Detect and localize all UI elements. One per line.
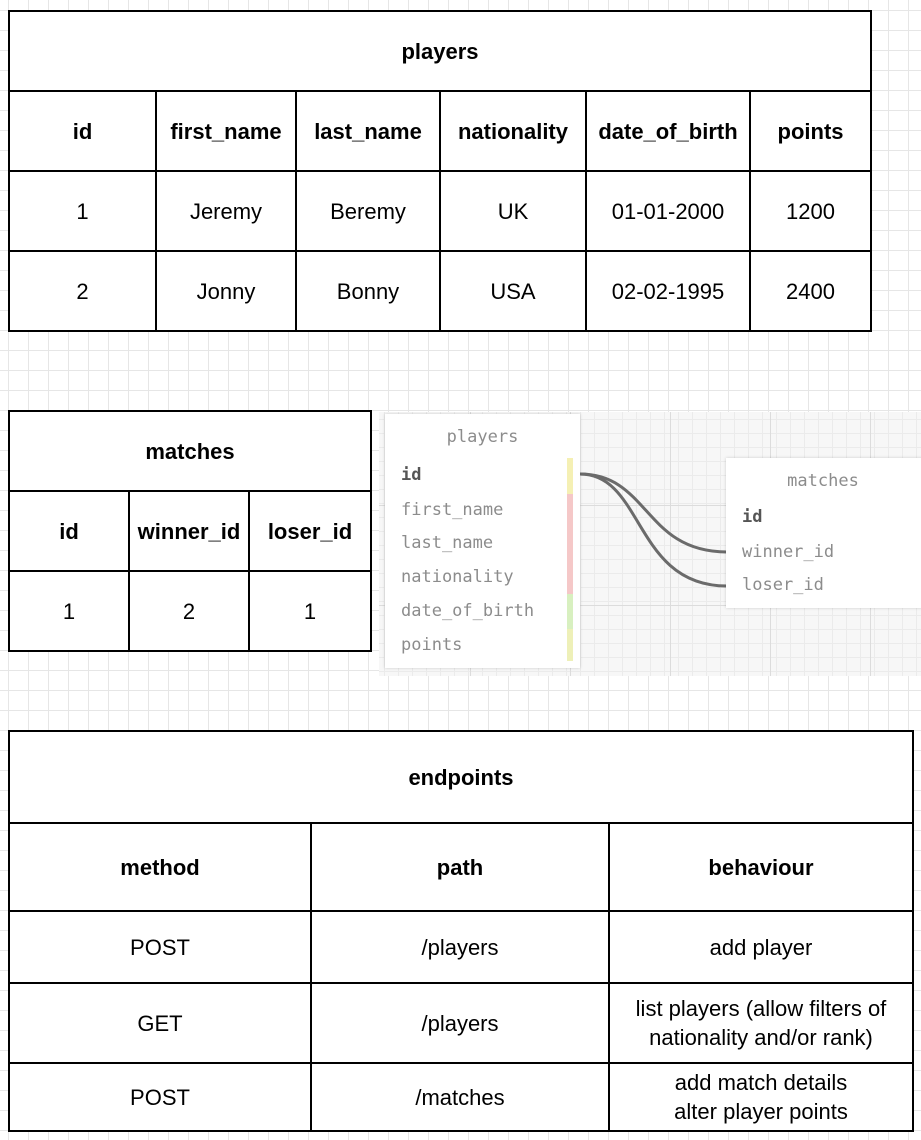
erd-matches-field-id: id xyxy=(742,507,763,527)
endpoint-path: /players xyxy=(310,982,610,1064)
endpoint-method: GET xyxy=(8,982,312,1064)
erd-type-bar-text xyxy=(567,494,573,594)
erd-players-field-points: points xyxy=(401,635,463,655)
table-row: POST /matches add match details alter pl… xyxy=(8,1062,914,1132)
table-row: 1 Jeremy Beremy UK 01-01-2000 1200 xyxy=(8,170,873,252)
endpoints-header-method: method xyxy=(8,822,312,912)
table-cell: Jeremy xyxy=(155,170,297,252)
erd-diagram: players id first_name last_name national… xyxy=(379,412,921,676)
table-row: 2 Jonny Bonny USA 02-02-1995 2400 xyxy=(8,250,873,332)
erd-players-entity[interactable]: players id first_name last_name national… xyxy=(385,414,580,668)
endpoints-header-behaviour: behaviour xyxy=(608,822,914,912)
erd-connectors xyxy=(579,472,728,588)
table-cell: 1 xyxy=(8,570,130,652)
erd-matches-field-loser-id: loser_id xyxy=(742,575,824,595)
endpoint-behaviour-line: alter player points xyxy=(674,1099,848,1124)
players-table: players id first_name last_name national… xyxy=(7,10,873,332)
matches-header-id: id xyxy=(8,490,130,572)
matches-table: matches id winner_id loser_id 1 2 1 xyxy=(7,410,373,652)
table-row: 1 2 1 xyxy=(8,570,373,652)
table-cell: 01-01-2000 xyxy=(585,170,751,252)
endpoint-behaviour: add match details alter player points xyxy=(608,1062,914,1132)
table-cell: 1 xyxy=(247,570,373,652)
players-header-points: points xyxy=(748,90,873,172)
players-header-nationality: nationality xyxy=(439,90,587,172)
matches-header-loser-id: loser_id xyxy=(247,490,373,572)
endpoint-behaviour: add player xyxy=(608,910,914,984)
endpoint-behaviour-line: list players (allow filters of xyxy=(635,996,887,1021)
matches-header-winner-id: winner_id xyxy=(128,490,250,572)
players-table-title: players xyxy=(7,10,873,92)
table-cell: 1200 xyxy=(748,170,873,252)
players-header-last-name: last_name xyxy=(295,90,441,172)
players-header-id: id xyxy=(8,90,157,172)
endpoint-method: POST xyxy=(8,1062,312,1132)
relation-line-loser-id xyxy=(579,472,728,588)
endpoint-path: /matches xyxy=(310,1062,610,1132)
endpoints-table: endpoints method path behaviour POST /pl… xyxy=(8,730,914,1132)
table-cell: UK xyxy=(439,170,587,252)
relation-line-winner-id xyxy=(579,472,728,554)
erd-matches-field-winner-id: winner_id xyxy=(742,542,835,562)
endpoints-table-title: endpoints xyxy=(8,730,914,824)
table-cell: 1 xyxy=(8,170,157,252)
erd-matches-entity[interactable]: matches id winner_id loser_id xyxy=(726,458,921,608)
table-cell: 2400 xyxy=(748,250,873,332)
table-cell: USA xyxy=(439,250,587,332)
table-cell: 2 xyxy=(128,570,250,652)
matches-table-title: matches xyxy=(7,410,373,492)
table-cell: 02-02-1995 xyxy=(585,250,751,332)
erd-type-bar-key xyxy=(567,458,573,494)
players-header-first-name: first_name xyxy=(155,90,297,172)
table-cell: Jonny xyxy=(155,250,297,332)
table-cell: Bonny xyxy=(295,250,441,332)
erd-players-field-id: id xyxy=(401,465,422,485)
endpoint-behaviour: list players (allow filters of nationali… xyxy=(608,982,914,1064)
erd-matches-title: matches xyxy=(787,471,859,491)
table-cell: 2 xyxy=(8,250,157,332)
erd-players-field-nationality: nationality xyxy=(401,567,514,587)
erd-players-field-date-of-birth: date_of_birth xyxy=(401,601,535,621)
endpoint-method: POST xyxy=(8,910,312,984)
endpoint-behaviour-line: nationality and/or rank) xyxy=(649,1025,873,1050)
endpoint-behaviour-line: add match details xyxy=(674,1070,848,1095)
table-cell: Beremy xyxy=(295,170,441,252)
erd-players-title: players xyxy=(446,427,519,447)
players-header-date-of-birth: date_of_birth xyxy=(585,90,751,172)
endpoints-header-path: path xyxy=(310,822,610,912)
endpoint-path: /players xyxy=(310,910,610,984)
erd-type-bar-number xyxy=(567,629,573,661)
table-row: POST /players add player xyxy=(8,910,914,984)
erd-players-field-first-name: first_name xyxy=(401,500,504,520)
table-row: GET /players list players (allow filters… xyxy=(8,982,914,1064)
endpoint-behaviour-line: add player xyxy=(709,934,813,960)
erd-players-field-last-name: last_name xyxy=(401,533,494,553)
erd-type-bar-date xyxy=(567,594,573,629)
